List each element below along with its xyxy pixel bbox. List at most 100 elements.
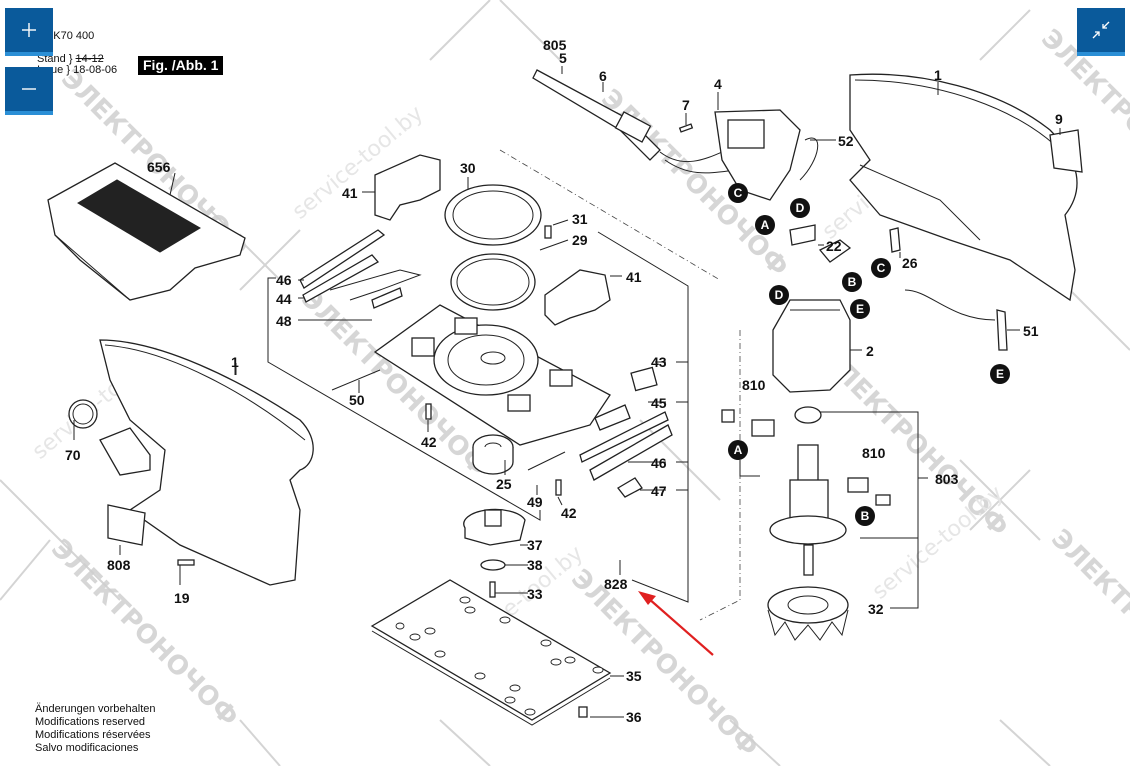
part-label[interactable]: 803 xyxy=(935,471,959,487)
ref-marker xyxy=(728,440,748,460)
svg-text:ЭЛЕКТРОНОЧОФ: ЭЛЕКТРОНОЧОФ xyxy=(565,564,764,763)
notice-line-fr: Modifications réservées xyxy=(35,729,151,741)
svg-text:D: D xyxy=(775,288,784,302)
part-label[interactable]: 2 xyxy=(866,343,874,359)
ref-marker xyxy=(769,285,789,305)
part-label[interactable]: 46 xyxy=(276,272,292,288)
svg-text:B: B xyxy=(861,509,870,523)
part-label[interactable]: 44 xyxy=(276,291,292,307)
plus-icon xyxy=(22,23,36,37)
collapse-arrows-icon xyxy=(1092,21,1110,39)
ref-marker xyxy=(790,198,810,218)
part-label[interactable]: 25 xyxy=(496,476,512,492)
figure-label: Fig. /Abb. 1 xyxy=(138,56,224,75)
part-label[interactable]: 656 xyxy=(147,159,171,175)
ref-marker xyxy=(755,215,775,235)
part-label[interactable]: 38 xyxy=(527,557,543,573)
bearing-screws xyxy=(425,403,562,496)
svg-text:A: A xyxy=(761,218,770,232)
part-label[interactable]: 22 xyxy=(826,238,842,254)
sanding-plate xyxy=(370,579,612,726)
part-label[interactable]: 30 xyxy=(460,160,476,176)
zoom-in-button[interactable] xyxy=(5,8,53,56)
part-label[interactable]: 26 xyxy=(902,255,918,271)
svg-text:C: C xyxy=(734,186,743,200)
svg-text:D: D xyxy=(796,201,805,215)
connection-markers: C D A B C D E E A B xyxy=(728,183,1010,526)
svg-text:E: E xyxy=(856,302,864,316)
brace-icon: } xyxy=(66,64,74,76)
gasket-rings xyxy=(444,184,552,311)
part-label[interactable]: 35 xyxy=(626,668,642,684)
part-label[interactable]: 42 xyxy=(561,505,577,521)
part-label[interactable]: 51 xyxy=(1023,323,1039,339)
notice-line-es: Salvo modificaciones xyxy=(35,742,139,754)
part-label[interactable]: 52 xyxy=(838,133,854,149)
issue-value: 18-08-06 xyxy=(73,64,118,76)
housing-left xyxy=(68,339,314,586)
part-label[interactable]: 43 xyxy=(651,354,667,370)
part-label[interactable]: 7 xyxy=(682,97,690,113)
stator xyxy=(772,224,1008,393)
ref-marker xyxy=(990,364,1010,384)
ref-marker xyxy=(871,258,891,278)
notice-line-de: Änderungen vorbehalten xyxy=(35,703,156,715)
part-label[interactable]: 19 xyxy=(174,590,190,606)
part-label[interactable]: 33 xyxy=(527,586,543,602)
part-label[interactable]: 32 xyxy=(868,601,884,617)
part-labels: 805 5 6 4 7 52 1 9 656 30 31 29 41 41 46… xyxy=(65,37,1063,725)
part-label[interactable]: 45 xyxy=(651,395,667,411)
svg-text:B: B xyxy=(848,275,857,289)
svg-text:ЭЛЕКТРОНОЧОФ: ЭЛЕКТРОНОЧОФ xyxy=(1045,524,1130,723)
zoom-out-button[interactable] xyxy=(5,67,53,115)
part-label[interactable]: 49 xyxy=(527,494,543,510)
part-label[interactable]: 47 xyxy=(651,483,667,499)
part-label[interactable]: 48 xyxy=(276,313,292,329)
bracket-41 xyxy=(374,154,611,326)
dust-box xyxy=(47,162,246,301)
ref-marker xyxy=(855,506,875,526)
part-label[interactable]: 1 xyxy=(934,67,942,83)
collapse-view-button[interactable] xyxy=(1077,8,1125,56)
ref-marker xyxy=(850,299,870,319)
part-label[interactable]: 805 xyxy=(543,37,567,53)
stand-value: 14-12 xyxy=(75,53,104,65)
part-label[interactable]: 42 xyxy=(421,434,437,450)
housing-right xyxy=(849,73,1083,302)
part-label[interactable]: 1 xyxy=(231,354,239,370)
part-label[interactable]: 31 xyxy=(572,211,588,227)
armature xyxy=(721,406,891,641)
svg-text:A: A xyxy=(734,443,743,457)
part-label[interactable]: 5 xyxy=(559,50,567,66)
annotation-arrow xyxy=(638,591,714,656)
counterweight xyxy=(463,508,526,598)
svg-text:E: E xyxy=(996,367,1004,381)
base-plate-assembly xyxy=(331,304,611,446)
part-label[interactable]: 828 xyxy=(604,576,628,592)
power-cord xyxy=(532,69,761,174)
slider-parts xyxy=(299,229,422,309)
part-label[interactable]: 6 xyxy=(599,68,607,84)
part-label[interactable]: 29 xyxy=(572,232,588,248)
part-label[interactable]: 41 xyxy=(626,269,642,285)
part-label[interactable]: 810 xyxy=(862,445,886,461)
part-label[interactable]: 37 xyxy=(527,537,543,553)
part-label[interactable]: 9 xyxy=(1055,111,1063,127)
part-label[interactable]: 46 xyxy=(651,455,667,471)
part-label[interactable]: 70 xyxy=(65,447,81,463)
brace-icon: } xyxy=(68,53,76,65)
modifications-notice: Änderungen vorbehalten Modifications res… xyxy=(35,703,155,755)
ref-marker xyxy=(728,183,748,203)
ref-marker xyxy=(842,272,862,292)
part-label[interactable]: 808 xyxy=(107,557,131,573)
part-label[interactable]: 810 xyxy=(742,377,766,393)
part-label[interactable]: 4 xyxy=(714,76,722,92)
minus-icon xyxy=(22,88,36,90)
notice-line-en: Modifications reserved xyxy=(35,716,146,728)
part-label[interactable]: 50 xyxy=(349,392,365,408)
leader-lines xyxy=(73,66,1061,718)
part-label[interactable]: 41 xyxy=(342,185,358,201)
part-label[interactable]: 36 xyxy=(626,709,642,725)
